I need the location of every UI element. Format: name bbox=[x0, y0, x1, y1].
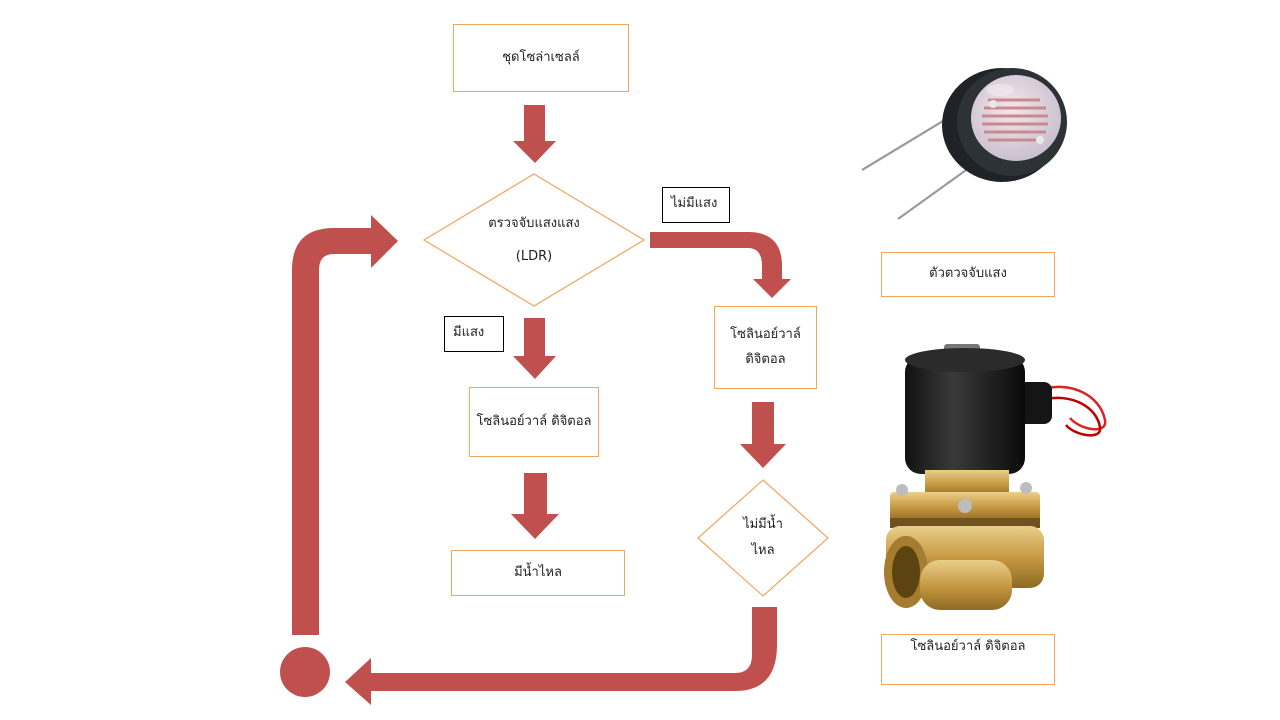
arrow-loop-back bbox=[292, 215, 398, 635]
arrow-solenoid-to-flow bbox=[511, 473, 559, 539]
light-sensor-caption-box: ตัวตวจจับแสง bbox=[881, 252, 1055, 297]
water-flows-label: มีน้ำไหล bbox=[514, 564, 562, 580]
solenoid-valve-right-box: โซลินอย์วาล์ ดิจิตอล bbox=[714, 306, 817, 389]
arrow-solar-to-ldr bbox=[513, 105, 556, 163]
solar-cell-set-label: ชุดโซล่าเซลล์ bbox=[502, 49, 580, 65]
water-flows-box: มีน้ำไหล bbox=[451, 550, 625, 596]
solenoid-valve-caption: โซลินอย์วาล์ ดิจิตอล bbox=[910, 639, 1026, 654]
solar-cell-set-box: ชุดโซล่าเซลล์ bbox=[453, 24, 629, 92]
solenoid-valve-right-label: โซลินอย์วาล์ ดิจิตอล bbox=[730, 326, 801, 367]
no-light-tag: ไม่มีแสง bbox=[662, 187, 730, 223]
arrow-no-light-branch bbox=[650, 232, 791, 298]
no-water-decision-line1: ไม่มีน้ำ bbox=[743, 517, 783, 532]
no-water-decision-diamond bbox=[697, 479, 829, 597]
arrow-solenoid-to-noflow bbox=[740, 402, 786, 468]
ldr-decision-diamond bbox=[422, 173, 646, 307]
solenoid-valve-left-label: โซลินอย์วาล์ ดิจิตอล bbox=[476, 413, 592, 429]
no-water-decision-line2: ไหล bbox=[751, 543, 775, 558]
has-light-tag: มีแสง bbox=[444, 316, 504, 352]
loop-node bbox=[280, 647, 330, 697]
solenoid-valve-caption-box: โซลินอย์วาล์ ดิจิตอล bbox=[881, 634, 1055, 685]
solenoid-valve-left-box: โซลินอย์วาล์ ดิจิตอล bbox=[469, 387, 599, 457]
light-sensor-caption: ตัวตวจจับแสง bbox=[929, 266, 1007, 282]
arrow-has-light-branch bbox=[513, 318, 556, 379]
ldr-decision-subtitle: (LDR) bbox=[515, 249, 553, 264]
ldr-sensor-image bbox=[861, 68, 1067, 220]
solenoid-valve-image bbox=[884, 344, 1107, 610]
arrow-return-bottom bbox=[345, 607, 777, 705]
ldr-decision-title: ตรวจจับแสงแสง bbox=[488, 216, 580, 231]
